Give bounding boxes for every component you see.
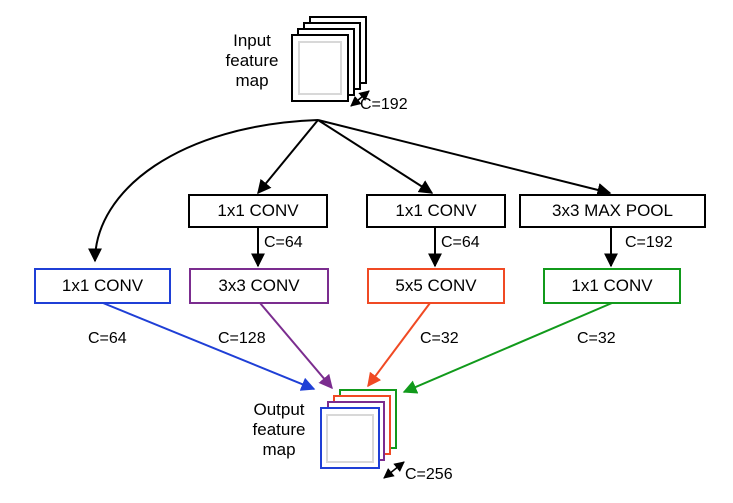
arrow-to-1x1-b: [317, 119, 434, 194]
conv-5x5-box: 5x5 CONV: [367, 268, 505, 304]
output-label-line-2: feature: [252, 420, 306, 439]
output-label: Output feature map: [238, 400, 320, 460]
output-feature-map-icon: [320, 389, 397, 469]
arrow-direct-to-output: [102, 302, 316, 391]
conv-1x1-a-box: 1x1 CONV: [188, 194, 328, 228]
out-3x3-channels: C=128: [218, 330, 266, 347]
after-maxpool-channels: C=192: [625, 234, 673, 251]
maxpool-box: 3x3 MAX POOL: [519, 194, 706, 228]
input-label-line-3: map: [235, 71, 269, 90]
input-label-line-2: feature: [225, 51, 279, 70]
arrow-to-1x1-a: [257, 119, 319, 195]
output-label-line-3: map: [262, 440, 296, 459]
arrow-to-direct-1x1: [88, 119, 319, 263]
input-feature-map-icon: [291, 16, 367, 102]
conv-1x1-pool-box: 1x1 CONV: [543, 268, 681, 304]
input-channels-label: C=192: [360, 96, 408, 113]
after-1x1-b-channels: C=64: [441, 234, 480, 251]
output-channels-label: C=256: [405, 466, 453, 483]
input-label: Input feature map: [214, 31, 290, 91]
out-pool-channels: C=32: [577, 330, 616, 347]
tier-arrows: [251, 227, 618, 268]
out-5x5-channels: C=32: [420, 330, 459, 347]
output-label-line-1: Output: [253, 400, 305, 419]
after-1x1-a-channels: C=64: [264, 234, 303, 251]
conv-3x3-box: 3x3 CONV: [189, 268, 329, 304]
input-split-arrows: [88, 119, 612, 263]
conv-1x1-direct-box: 1x1 CONV: [34, 268, 171, 304]
arrow-3x3-to-output: [259, 302, 333, 390]
conv-1x1-b-box: 1x1 CONV: [366, 194, 506, 228]
arrow-to-maxpool: [317, 119, 612, 197]
input-label-line-1: Input: [233, 31, 271, 50]
arrow-pool-to-output: [402, 302, 613, 394]
input-depth-arrow: [350, 90, 370, 107]
out-direct-channels: C=64: [88, 330, 127, 347]
output-depth-arrow: [383, 461, 405, 479]
arrow-5x5-to-output: [367, 302, 431, 388]
